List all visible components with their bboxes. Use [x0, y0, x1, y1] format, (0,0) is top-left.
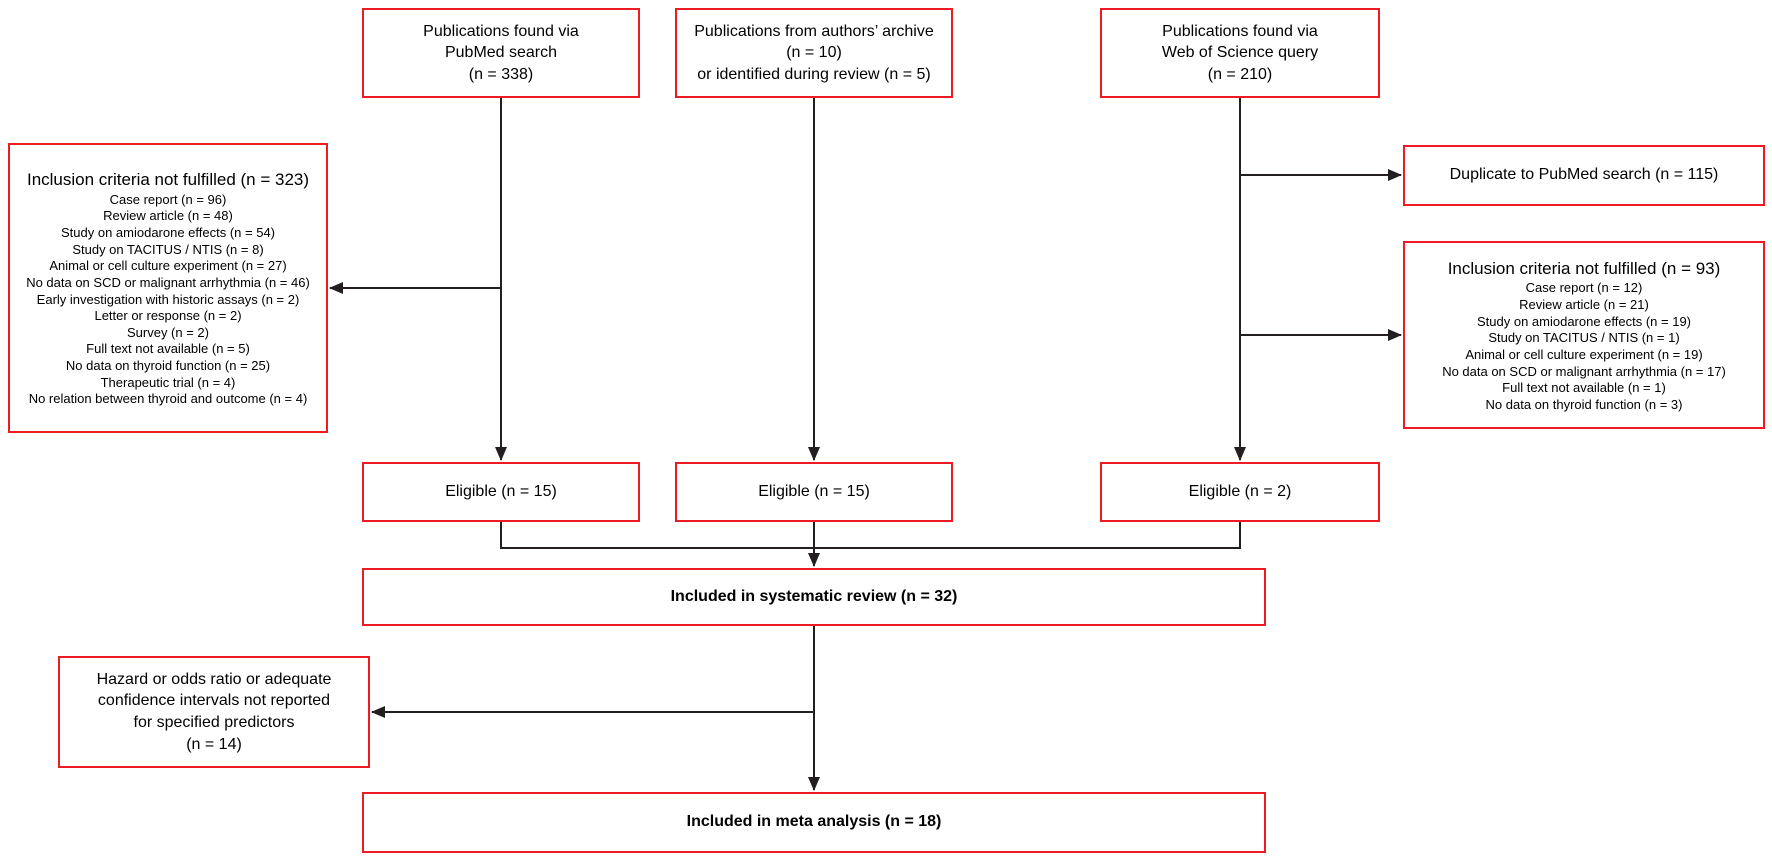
- meta-exclusion-line-1: Hazard or odds ratio or adequate: [96, 670, 332, 688]
- meta-analysis-label: Included in meta analysis (n = 18): [686, 813, 942, 831]
- meta-analysis-box: Included in meta analysis (n = 18): [362, 792, 1266, 853]
- eligible-pubmed-label: Eligible (n = 15): [445, 482, 557, 500]
- systematic-review-box: Included in systematic review (n = 32): [362, 568, 1266, 626]
- eligible-box-archive: Eligible (n = 15): [675, 462, 953, 522]
- eligible-wos-label: Eligible (n = 2): [1188, 482, 1292, 500]
- exclusion-item: Survey (n = 2): [126, 324, 209, 340]
- source-archive-line-2: (n = 10): [786, 44, 842, 62]
- exclusion-item: Full text not available (n = 5): [86, 341, 250, 357]
- meta-exclusion-line-4: (n = 14): [186, 735, 242, 753]
- meta-exclusion-line-2: confidence intervals not reported: [97, 692, 331, 710]
- exclusion-item: No data on SCD or malignant arrhythmia (…: [26, 274, 310, 290]
- source-archive-line-3: or identified during review (n = 5): [697, 65, 931, 83]
- eligible-archive-label: Eligible (n = 15): [758, 482, 870, 500]
- exclusion-item: Review article (n = 48): [103, 208, 233, 224]
- eligible-box-pubmed: Eligible (n = 15): [362, 462, 640, 522]
- exclusion-item: Review article (n = 21): [1519, 297, 1649, 313]
- wos-exclusion-box: Inclusion criteria not fulfilled (n = 93…: [1403, 241, 1765, 429]
- source-box-pubmed: Publications found via PubMed search (n …: [362, 8, 640, 98]
- source-box-wos: Publications found via Web of Science qu…: [1100, 8, 1380, 98]
- exclusion-item: No data on thyroid function (n = 3): [1485, 396, 1683, 412]
- systematic-review-label: Included in systematic review (n = 32): [670, 587, 958, 605]
- exclusion-item: Letter or response (n = 2): [94, 308, 242, 324]
- connector-eligible-merge: [500, 522, 1241, 549]
- duplicates-label: Duplicate to PubMed search (n = 115): [1449, 166, 1719, 184]
- wos-exclusion-title: Inclusion criteria not fulfilled (n = 93…: [1447, 258, 1721, 278]
- source-wos-line-2: Web of Science query: [1161, 44, 1319, 62]
- source-archive-line-1: Publications from authors’ archive: [694, 22, 934, 40]
- exclusion-item: Study on TACITUS / NTIS (n = 1): [1488, 330, 1680, 346]
- exclusion-item: Therapeutic trial (n = 4): [100, 374, 236, 390]
- source-pubmed-line-3: (n = 338): [468, 65, 534, 83]
- meta-exclusion-line-3: for specified predictors: [133, 714, 295, 731]
- exclusion-item: Early investigation with historic assays…: [36, 291, 300, 307]
- exclusion-item: No data on thyroid function (n = 25): [65, 358, 271, 374]
- exclusion-item: Study on amiodarone effects (n = 19): [1476, 313, 1692, 329]
- pubmed-exclusion-title: Inclusion criteria not fulfilled (n = 32…: [26, 170, 310, 190]
- exclusion-item: Animal or cell culture experiment (n = 2…: [49, 258, 287, 274]
- source-wos-line-1: Publications found via: [1162, 22, 1318, 40]
- exclusion-item: Study on TACITUS / NTIS (n = 8): [72, 241, 264, 257]
- source-pubmed-line-1: Publications found via: [423, 22, 579, 40]
- source-box-archive: Publications from authors’ archive (n = …: [675, 8, 953, 98]
- exclusion-item: No data on SCD or malignant arrhythmia (…: [1442, 363, 1726, 379]
- pubmed-exclusion-box: Inclusion criteria not fulfilled (n = 32…: [8, 143, 328, 433]
- source-wos-line-3: (n = 210): [1207, 65, 1273, 83]
- exclusion-item: Case report (n = 12): [1525, 280, 1643, 296]
- exclusion-item: Full text not available (n = 1): [1502, 380, 1666, 396]
- eligible-box-wos: Eligible (n = 2): [1100, 462, 1380, 522]
- exclusion-item: No relation between thyroid and outcome …: [28, 391, 308, 407]
- exclusion-item: Animal or cell culture experiment (n = 1…: [1465, 346, 1703, 362]
- exclusion-item: Study on amiodarone effects (n = 54): [60, 225, 276, 241]
- exclusion-item: Case report (n = 96): [109, 191, 227, 207]
- meta-exclusion-box: Hazard or odds ratio or adequate confide…: [58, 656, 370, 768]
- duplicates-box: Duplicate to PubMed search (n = 115): [1403, 145, 1765, 206]
- source-pubmed-line-2: PubMed search: [444, 44, 558, 62]
